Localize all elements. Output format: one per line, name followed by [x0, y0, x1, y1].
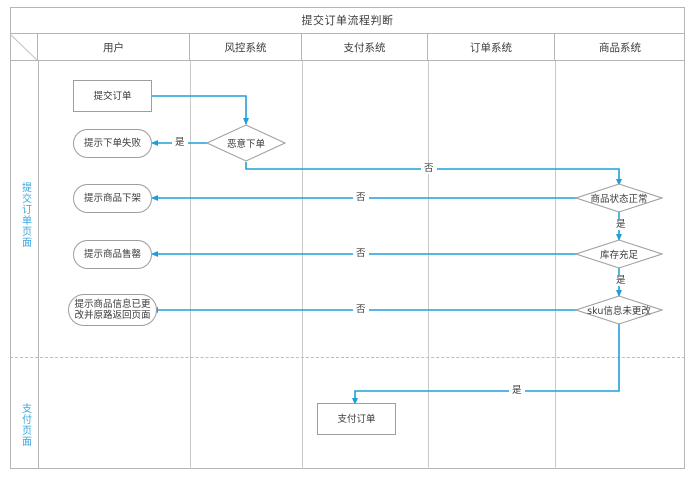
- column-separator-risk-pay: [302, 61, 303, 469]
- node-tip-order-failed[interactable]: 提示下单失败: [73, 129, 152, 158]
- edge-label-stock-no: 否: [353, 248, 369, 259]
- node-pay-order[interactable]: 支付订单: [317, 403, 396, 435]
- node-tip-product-changed[interactable]: 提示商品信息已更改并原路返回页面: [68, 294, 157, 326]
- lane-label-payment-page: 支付页面: [19, 403, 31, 447]
- diamond-shape-icon: [206, 124, 286, 162]
- node-tip-product-removed[interactable]: 提示商品下架: [73, 184, 152, 213]
- node-tip-order-failed-label: 提示下单失败: [83, 138, 141, 149]
- corner-diagonal-icon: [10, 34, 37, 61]
- lane-divider: [10, 357, 685, 358]
- node-submit-order[interactable]: 提交订单: [73, 80, 152, 112]
- column-separator-order-product: [555, 61, 556, 469]
- edge-label-product-status-yes: 是: [613, 219, 629, 230]
- column-header-product: 商品系统: [555, 34, 685, 61]
- node-product-status-ok-label: 商品状态正常: [590, 194, 648, 205]
- diamond-shape-icon: [575, 239, 663, 269]
- edge-label-malicious-yes: 是: [172, 137, 188, 148]
- node-tip-product-removed-label: 提示商品下架: [83, 193, 141, 204]
- page-title: 提交订单流程判断: [301, 14, 394, 27]
- edge-label-product-status-no: 否: [353, 192, 369, 203]
- edge-label-malicious-no: 否: [421, 163, 437, 174]
- node-stock-enough[interactable]: 库存充足: [575, 239, 663, 269]
- node-tip-product-soldout[interactable]: 提示商品售罄: [73, 240, 152, 269]
- column-header-order-label: 订单系统: [470, 42, 512, 54]
- edge-label-stock-yes: 是: [613, 275, 629, 286]
- diagram-title-row: 提交订单流程判断: [10, 7, 685, 34]
- column-header-user-label: 用户: [103, 42, 124, 54]
- column-header-user: 用户: [38, 34, 190, 61]
- diamond-shape-icon: [575, 295, 663, 325]
- column-header-pay: 支付系统: [302, 34, 428, 61]
- column-separator-user-risk: [190, 61, 191, 469]
- node-submit-order-label: 提交订单: [93, 90, 132, 102]
- lane-label-submit-order-page: 提交订单页面: [19, 182, 31, 248]
- corner-cell: [10, 34, 38, 61]
- node-malicious-order[interactable]: 恶意下单: [206, 124, 286, 162]
- column-header-row: 用户 风控系统 支付系统 订单系统 商品系统: [10, 34, 685, 61]
- column-header-pay-label: 支付系统: [343, 42, 386, 54]
- column-header-product-label: 商品系统: [599, 42, 641, 54]
- edge-label-sku-yes: 是: [509, 385, 525, 396]
- column-header-risk-label: 风控系统: [224, 42, 267, 54]
- node-tip-product-soldout-label: 提示商品售罄: [83, 249, 141, 260]
- node-sku-unchanged[interactable]: sku信息未更改: [575, 295, 663, 325]
- node-pay-order-label: 支付订单: [337, 413, 376, 425]
- column-header-order: 订单系统: [428, 34, 555, 61]
- node-malicious-order-label: 恶意下单: [226, 139, 265, 150]
- swimlane-frame: [10, 7, 685, 469]
- node-stock-enough-label: 库存充足: [599, 250, 638, 261]
- column-separator-pay-order: [428, 61, 429, 469]
- node-tip-product-changed-label: 提示商品信息已更改并原路返回页面: [74, 299, 151, 321]
- diamond-shape-icon: [575, 183, 663, 213]
- node-sku-unchanged-label: sku信息未更改: [587, 306, 651, 317]
- node-product-status-ok[interactable]: 商品状态正常: [575, 183, 663, 213]
- edge-label-sku-no: 否: [353, 304, 369, 315]
- lane-column-separator: [38, 61, 39, 469]
- column-header-risk: 风控系统: [190, 34, 302, 61]
